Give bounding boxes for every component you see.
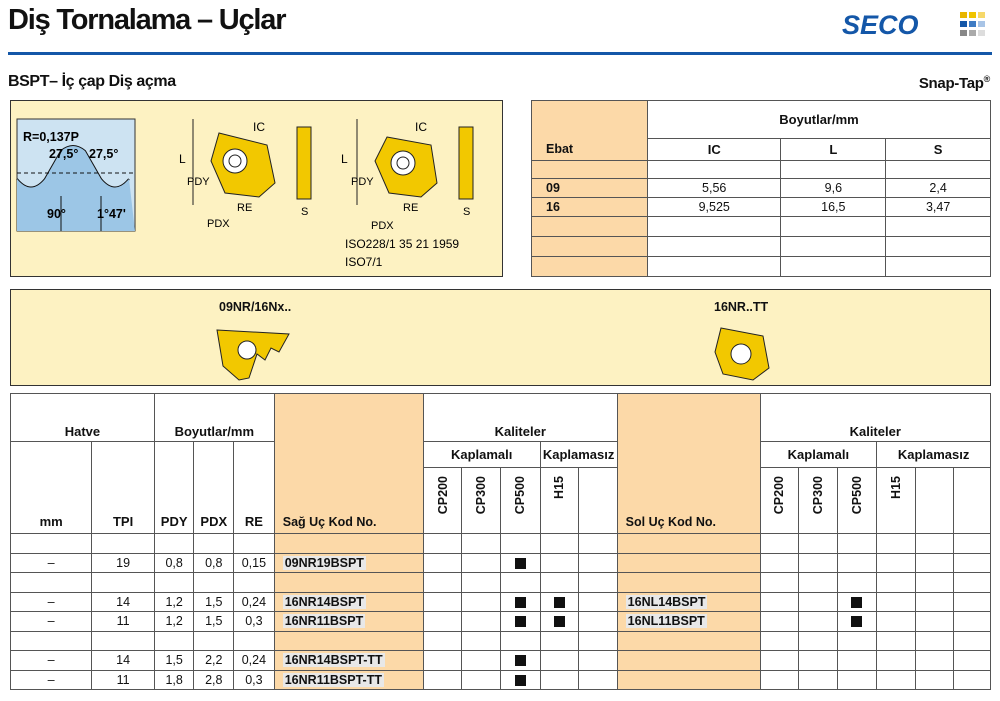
label-ic-2: IC — [415, 120, 427, 134]
right-code: 09NR19BSPT — [282, 555, 366, 570]
grade-cp300: CP300 — [474, 476, 489, 515]
label-l-1: L — [179, 152, 186, 166]
label-pdy-2: PDY — [351, 176, 374, 188]
grade-h15-2: H15 — [889, 476, 904, 499]
dimensions-table: Ebat Boyutlar/mm IC L S 09 5,56 9,6 2,4 … — [531, 100, 991, 277]
grade-cp300-2: CP300 — [810, 476, 825, 515]
label-re-2: RE — [403, 202, 418, 214]
radius-label: R=0,137P — [23, 130, 79, 144]
insert-09nr-icon — [216, 329, 290, 381]
ebat-header: Ebat — [531, 100, 648, 161]
label-pdy-1: PDY — [187, 176, 210, 188]
hatve-header: Hatve — [10, 393, 155, 442]
table-row: – 14 1,2 1,5 0,24 16NR14BSPT 16NL14BSPT — [9, 591, 991, 612]
insert-type-panel: 09NR/16Nx.. 16NR..TT — [10, 289, 991, 386]
drawing-panel: R=0,137P 27,5° 27,5° 90° 1°47' L IC PDY … — [10, 100, 503, 277]
kaplamasiz-header-1: Kaplamasız — [539, 441, 618, 468]
available-mark — [851, 616, 863, 628]
kaplamali-header-2: Kaplamalı — [759, 441, 878, 468]
kaliteler-header-1: Kaliteler — [422, 393, 618, 442]
sag-kod-header: Sağ Uç Kod No. — [273, 393, 424, 534]
right-code: 16NR14BSPT-TT — [282, 653, 385, 668]
grade-cp500-2: CP500 — [849, 476, 864, 515]
kaplamali-header-1: Kaplamalı — [422, 441, 541, 468]
col-ic: IC — [646, 138, 782, 161]
label-l-2: L — [341, 152, 348, 166]
grade-h15: H15 — [552, 476, 567, 499]
section-subtitle: BSPT– İç çap Diş açma — [8, 73, 176, 90]
col-l: L — [780, 138, 887, 161]
page-title: Diş Tornalama – Uçlar — [8, 4, 286, 36]
available-mark — [514, 655, 526, 667]
label-pdx-2: PDX — [371, 220, 394, 232]
standard-line-1: ISO228/1 35 21 1959 — [345, 237, 459, 251]
dim-group-header: Boyutlar/mm — [647, 100, 991, 139]
label-ic-1: IC — [253, 120, 265, 134]
right-code: 16NR11BSPT-TT — [282, 672, 384, 687]
angle-90-label: 90° — [47, 207, 66, 221]
label-pdx-1: PDX — [207, 218, 230, 230]
table-row: – 11 1,8 2,8 0,3 16NR11BSPT-TT — [9, 669, 991, 690]
grade-cp200-2: CP200 — [772, 476, 787, 515]
logo-squares-icon — [960, 12, 986, 36]
mm-header: mm — [9, 441, 93, 534]
standard-line-2: ISO7/1 — [345, 255, 383, 269]
label-re-1: RE — [237, 202, 252, 214]
right-code: 16NR14BSPT — [282, 594, 366, 609]
sol-kod-header: Sol Uç Kod No. — [616, 393, 761, 534]
table-row: 09 5,56 9,6 2,4 — [531, 178, 991, 198]
taper-label: 1°47' — [97, 207, 126, 221]
left-code: 16NL11BSPT — [625, 614, 707, 629]
left-code: 16NL14BSPT — [625, 594, 708, 609]
table-row: – 11 1,2 1,5 0,3 16NR11BSPT 16NL11BSPT — [9, 611, 991, 632]
col-s: S — [885, 138, 991, 161]
thread-drawing: R=0,137P 27,5° 27,5° 90° 1°47' L IC PDY … — [16, 118, 474, 269]
insert-type-left-label: 09NR/16Nx.. — [219, 300, 292, 314]
pdx-header: PDX — [193, 441, 235, 534]
available-mark — [514, 557, 526, 569]
available-mark — [553, 596, 565, 608]
available-mark — [851, 596, 863, 608]
re-header: RE — [233, 441, 275, 534]
tpi-header: TPI — [91, 441, 155, 534]
table-row: 16 9,525 16,5 3,47 — [531, 197, 991, 217]
grade-cp500: CP500 — [513, 476, 528, 515]
grade-cp200: CP200 — [435, 476, 450, 515]
product-name: Snap-Tap® — [918, 74, 990, 92]
label-s-1: S — [301, 206, 308, 218]
label-s-2: S — [463, 206, 470, 218]
boyutlar-header: Boyutlar/mm — [153, 393, 275, 442]
pdy-header: PDY — [153, 441, 195, 534]
insert-type-right-label: 16NR..TT — [714, 300, 769, 314]
available-mark — [553, 616, 565, 628]
table-row: – 14 1,5 2,2 0,24 16NR14BSPT-TT — [9, 650, 991, 671]
available-mark — [514, 616, 526, 628]
angle-left-label: 27,5° — [49, 147, 78, 161]
table-row: – 19 0,8 0,8 0,15 09NR19BSPT — [9, 552, 991, 573]
header-rule — [8, 52, 992, 55]
available-mark — [514, 674, 526, 686]
seco-logo: SECO — [842, 10, 919, 40]
right-code: 16NR11BSPT — [282, 614, 366, 629]
available-mark — [514, 596, 526, 608]
insert-table: Hatve Boyutlar/mm Sağ Uç Kod No. Kalitel… — [9, 393, 991, 690]
angle-right-label: 27,5° — [89, 147, 118, 161]
kaplamasiz-header-2: Kaplamasız — [876, 441, 991, 468]
insert-16nr-tt-icon — [714, 327, 770, 381]
kaliteler-header-2: Kaliteler — [759, 393, 991, 442]
